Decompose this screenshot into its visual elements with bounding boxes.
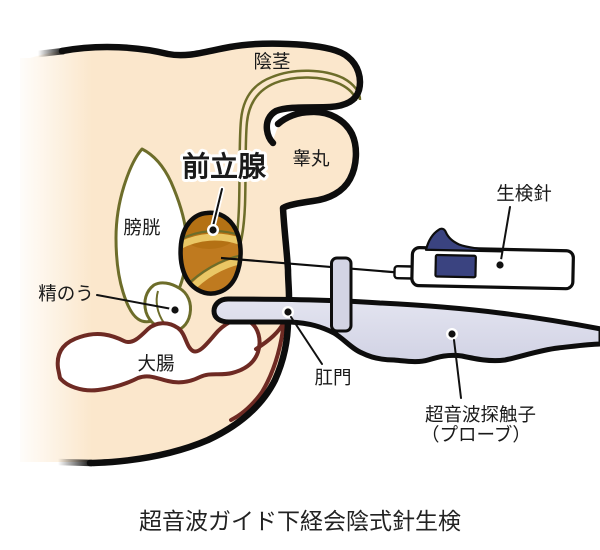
biopsy-device xyxy=(393,227,575,291)
label-penis: 陰茎 xyxy=(253,51,290,72)
pointer-biopsy-needle xyxy=(494,206,511,272)
urethra-outer-line xyxy=(226,69,362,263)
label-large-intestine: 大腸 xyxy=(137,353,174,374)
body-outline-bottom-fade xyxy=(57,458,93,467)
device-window xyxy=(434,253,477,279)
urethra-inner-line xyxy=(232,76,358,261)
prostate-shape xyxy=(178,210,243,296)
pointer-probe xyxy=(446,328,462,399)
body-outline-top-fade xyxy=(37,47,65,58)
label-anus: 肛門 xyxy=(314,367,351,388)
pointer-anus xyxy=(282,306,323,365)
label-prostate: 前立腺 xyxy=(182,150,267,182)
body-outline-top-penis xyxy=(58,40,364,147)
biopsy-needle-line xyxy=(220,256,399,274)
label-probe-line2: （プローブ） xyxy=(421,424,531,445)
body-outline-buttock xyxy=(86,316,292,467)
pointer-prostate xyxy=(206,186,225,236)
anal-canal-wall xyxy=(229,320,286,422)
body-outline-testicle-perineum xyxy=(274,108,360,301)
label-biopsy-needle: 生検針 xyxy=(496,183,552,204)
prostate-band-upper xyxy=(180,233,241,250)
diagram-caption: 超音波ガイド下経会陰式針生検 xyxy=(139,508,461,534)
device-trigger xyxy=(424,227,504,253)
needle-guide-bracket xyxy=(330,256,353,333)
label-bladder: 膀胱 xyxy=(123,217,160,238)
ultrasound-probe xyxy=(211,296,600,365)
label-testicle: 睾丸 xyxy=(292,148,330,169)
pointer-seminal-vesicle xyxy=(96,294,181,317)
label-probe-line1: 超音波探触子 xyxy=(425,404,536,425)
label-seminal-vesicle: 精のう xyxy=(38,283,94,304)
